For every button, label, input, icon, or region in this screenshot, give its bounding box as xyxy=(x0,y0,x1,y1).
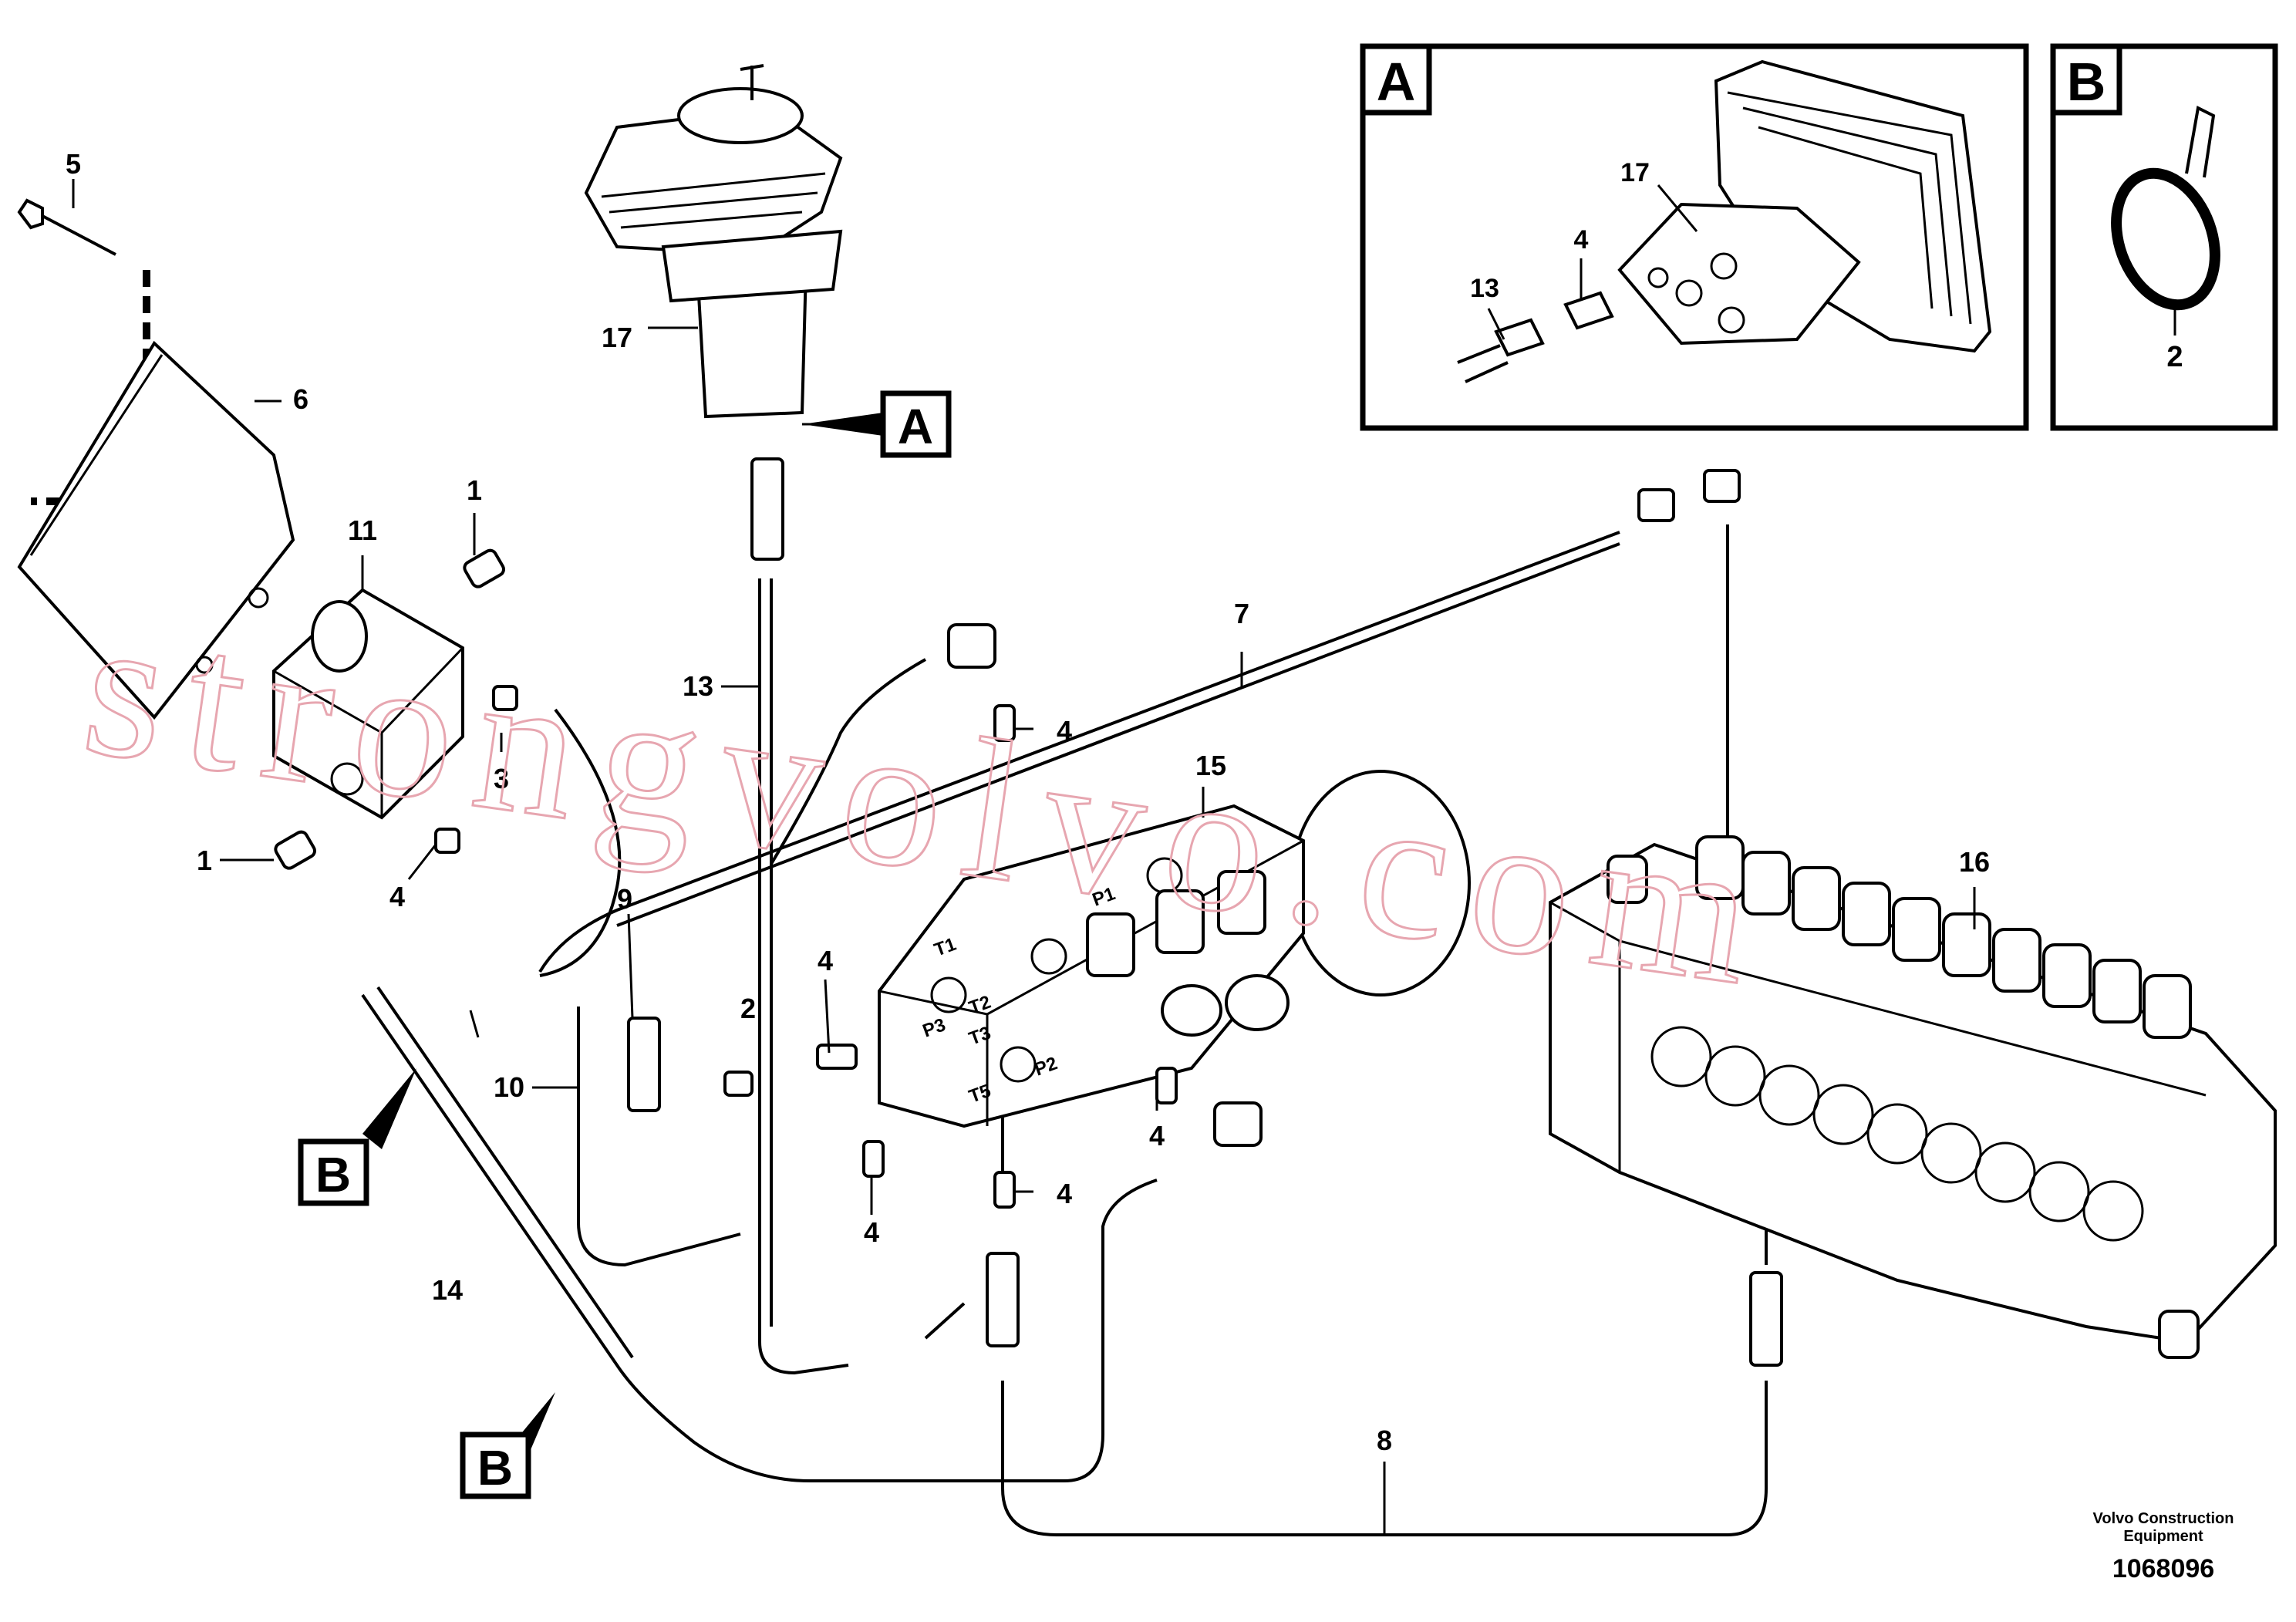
plug-3 xyxy=(492,685,518,711)
inset-a-tag: A xyxy=(1377,52,1416,112)
callout-3: 3 xyxy=(494,763,509,794)
fittings xyxy=(274,457,1783,1367)
mounting-bracket xyxy=(17,340,295,720)
adapter-4a xyxy=(434,828,460,854)
bracket-and-bolt xyxy=(17,198,295,720)
elbow-fitting-1 xyxy=(463,548,505,588)
elbow-7 xyxy=(1703,469,1741,503)
drawing-reference: 1068096 xyxy=(2112,1554,2214,1583)
callout-10: 10 xyxy=(494,1071,524,1103)
inset-a-tag-box xyxy=(1360,43,1432,116)
joystick-boot xyxy=(584,106,843,257)
callout-4-low: 4 xyxy=(864,1216,879,1248)
valve-sections xyxy=(1650,1026,2144,1242)
callout-7: 7 xyxy=(1234,598,1249,629)
callout-9: 9 xyxy=(617,883,632,915)
callout-17: 17 xyxy=(602,322,632,353)
publisher-name: Volvo Construction xyxy=(2093,1510,2234,1527)
inset-a-valve-body xyxy=(1617,202,1861,346)
callout-8: 8 xyxy=(1377,1425,1392,1456)
spool-caps xyxy=(1695,835,2192,1039)
hose-end-8 xyxy=(1749,1271,1783,1367)
callout-5: 5 xyxy=(66,148,81,180)
inset-a-fitting xyxy=(1563,291,1614,330)
svg-text:A: A xyxy=(898,399,933,454)
adapter-4e xyxy=(993,1171,1016,1209)
block-plug xyxy=(311,600,368,673)
joystick-mount-plate xyxy=(661,229,843,303)
hose-end-8b xyxy=(986,1252,1020,1347)
callout-12: 2 xyxy=(740,993,756,1024)
adapter-4f xyxy=(1155,1067,1178,1104)
hose-end-7 xyxy=(1637,488,1675,522)
callout-6: 6 xyxy=(293,383,308,415)
elbow-fitting-1b xyxy=(274,830,316,870)
hose-end-9 xyxy=(627,1017,661,1112)
detail-tag-b-upper: B xyxy=(298,1068,416,1206)
main-control-valve xyxy=(1549,835,2277,1359)
callout-11: 11 xyxy=(348,514,377,546)
tee-fitting-12 xyxy=(723,1071,754,1097)
elbow-top xyxy=(947,623,996,669)
callout-4-right: 4 xyxy=(1149,1120,1165,1152)
cable-tie-icon xyxy=(2111,167,2220,311)
callout-15: 15 xyxy=(1195,750,1226,781)
solenoid-manifold: P3 T5 P2 T2 T3 T1 P1 xyxy=(878,770,1471,1128)
callout-4-left: 4 xyxy=(389,881,405,912)
callout-4-low2: 4 xyxy=(1057,1178,1072,1209)
callout-4-inset: 4 xyxy=(1574,225,1589,255)
inset-a-hose-nut xyxy=(1494,318,1545,357)
callout-16: 16 xyxy=(1959,846,1990,878)
joystick-assembly xyxy=(584,64,843,419)
callout-14: 14 xyxy=(432,1274,463,1306)
callout-1-top: 1 xyxy=(467,474,482,506)
inset-b-tag: B xyxy=(2067,52,2106,112)
detail-tag-b-lower: B xyxy=(460,1392,555,1499)
inset-a: A 17 4 13 xyxy=(1360,43,2029,431)
adapter-4b xyxy=(993,704,1016,742)
svg-text:B: B xyxy=(315,1147,351,1202)
callout-4-top: 4 xyxy=(1057,715,1072,747)
valve-block-11 xyxy=(272,588,464,820)
callout-1-bottom: 1 xyxy=(197,845,212,876)
callout-17-inset: 17 xyxy=(1620,158,1650,187)
svg-text:B: B xyxy=(477,1440,513,1496)
bolt-head xyxy=(17,198,44,230)
elbow-14 xyxy=(1213,1101,1263,1147)
adapter-4c xyxy=(816,1044,858,1070)
inset-b: B 2 xyxy=(2050,43,2278,431)
callout-13-inset: 13 xyxy=(1470,274,1499,303)
adapter-4d xyxy=(862,1140,885,1178)
publisher-sub: Equipment xyxy=(2123,1528,2203,1545)
callout-13: 13 xyxy=(683,670,713,702)
callout-4-mid: 4 xyxy=(818,945,833,976)
inset-b-tag-box xyxy=(2050,43,2122,116)
hose-end-13 xyxy=(750,457,784,561)
callout-leaders xyxy=(72,179,1976,1535)
detail-tag-a: A xyxy=(802,390,952,458)
callout-2-inset: 2 xyxy=(2166,341,2183,373)
